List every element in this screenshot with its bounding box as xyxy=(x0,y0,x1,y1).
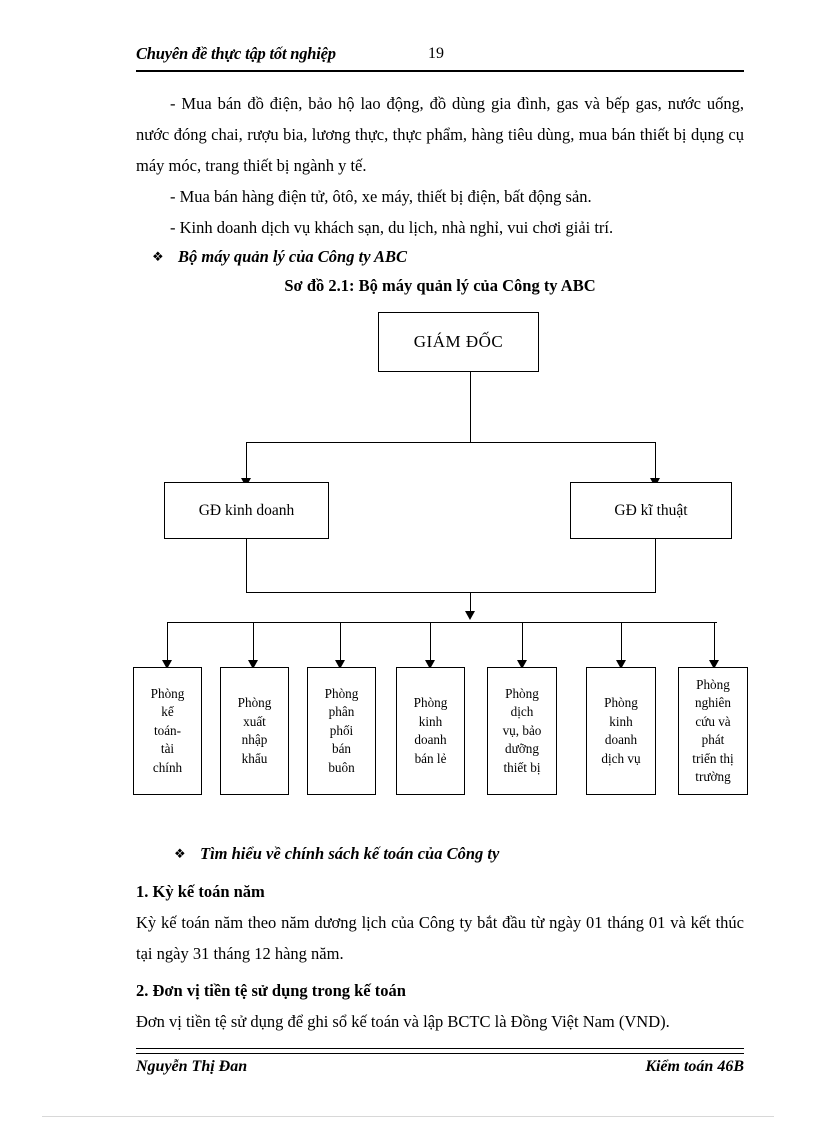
arrow-to-departments-bus xyxy=(465,611,475,620)
connector-dept-drop-5 xyxy=(522,622,523,664)
header-rule xyxy=(136,70,744,72)
org-node-gd-ki-thuat-label: GĐ kĩ thuật xyxy=(614,501,688,519)
section-heading-accounting-policy-label: Tìm hiểu về chính sách kế toán của Công … xyxy=(200,844,500,863)
arrow-to-dept-1 xyxy=(162,660,172,669)
org-node-gd-ki-thuat: GĐ kĩ thuật xyxy=(570,482,732,539)
page-number: 19 xyxy=(428,45,444,62)
connector-dept-drop-2 xyxy=(253,622,254,664)
footer-class: Kiểm toán 46B xyxy=(645,1058,744,1075)
section-heading-org-structure: ❖ Bộ máy quản lý của Công ty ABC xyxy=(136,243,744,271)
org-node-department-6: Phòng kinh doanh dịch vụ xyxy=(586,667,656,795)
item-1-title: 1. Kỳ kế toán năm xyxy=(136,882,265,901)
org-node-department-3-label: Phòng phân phối bán buôn xyxy=(324,685,359,775)
org-node-department-4-label: Phòng kinh doanh bán lẻ xyxy=(413,695,448,766)
org-node-department-4: Phòng kinh doanh bán lẻ xyxy=(396,667,465,795)
org-node-gd-kinh-doanh-label: GĐ kinh doanh xyxy=(198,501,295,519)
floret-bullet-icon: ❖ xyxy=(152,249,164,264)
footer-author: Nguyễn Thị Đan xyxy=(136,1058,248,1075)
org-node-department-3: Phòng phân phối bán buôn xyxy=(307,667,376,795)
connector-merge-stem xyxy=(470,592,471,614)
section-heading-accounting-policy: ❖ Tìm hiểu về chính sách kế toán của Côn… xyxy=(136,840,744,868)
connector-kinh-doanh-down xyxy=(246,539,247,592)
arrow-to-dept-3 xyxy=(335,660,345,669)
connector-root-stem xyxy=(470,372,471,442)
footer-rule xyxy=(136,1048,744,1054)
arrow-to-dept-4 xyxy=(425,660,435,669)
diagram-caption: Sơ đồ 2.1: Bộ máy quản lý của Công ty AB… xyxy=(284,276,596,295)
connector-level2-bus xyxy=(246,442,655,443)
org-node-department-1-label: Phòng kế toán- tài chính xyxy=(150,685,185,775)
item-1-text: Kỳ kế toán năm theo năm dương lịch của C… xyxy=(136,913,744,963)
connector-level2-left-drop xyxy=(246,442,247,480)
connector-dept-drop-7 xyxy=(714,622,715,664)
org-node-gd-kinh-doanh: GĐ kinh doanh xyxy=(164,482,329,539)
org-node-department-2: Phòng xuất nhập khẩu xyxy=(220,667,289,795)
arrow-to-dept-6 xyxy=(616,660,626,669)
item-2-title: 2. Đơn vị tiền tệ sử dụng trong kế toán xyxy=(136,981,406,1000)
connector-ki-thuat-down xyxy=(655,539,656,592)
org-chart: GIÁM ĐỐC GĐ kinh doanh GĐ kĩ thuật xyxy=(0,300,816,820)
org-node-department-7: Phòng nghiên cứu và phát triển thị trườn… xyxy=(678,667,748,795)
arrow-to-dept-5 xyxy=(517,660,527,669)
connector-dept-drop-3 xyxy=(340,622,341,664)
paragraph-business-lines-2: - Mua bán hàng điện tử, ôtô, xe máy, thi… xyxy=(170,187,592,206)
body-content-bottom: ❖ Tìm hiểu về chính sách kế toán của Côn… xyxy=(136,840,744,1037)
item-2-text: Đơn vị tiền tệ sử dụng để ghi sổ kế toán… xyxy=(136,1012,670,1031)
page-header: Chuyên đề thực tập tốt nghiệp 19 xyxy=(136,44,744,72)
org-node-department-1: Phòng kế toán- tài chính xyxy=(133,667,202,795)
org-node-department-2-label: Phòng xuất nhập khẩu xyxy=(237,695,272,766)
page-bottom-hairline xyxy=(42,1116,774,1117)
connector-departments-bus xyxy=(167,622,717,623)
header-title: Chuyên đề thực tập tốt nghiệp xyxy=(136,44,336,63)
floret-bullet-icon-2: ❖ xyxy=(174,846,186,861)
org-node-giam-doc-label: GIÁM ĐỐC xyxy=(413,332,504,351)
connector-dept-drop-4 xyxy=(430,622,431,664)
org-node-department-7-label: Phòng nghiên cứu và phát triển thị trườn… xyxy=(692,676,734,785)
connector-merge-bar xyxy=(246,592,656,593)
section-heading-org-structure-label: Bộ máy quản lý của Công ty ABC xyxy=(178,247,408,266)
page-footer: Nguyễn Thị Đan Kiểm toán 46B xyxy=(136,1048,744,1088)
connector-dept-drop-1 xyxy=(167,622,168,664)
paragraph-business-lines-1: - Mua bán đồ điện, bảo hộ lao động, đồ d… xyxy=(136,94,744,175)
body-content-top: - Mua bán đồ điện, bảo hộ lao động, đồ d… xyxy=(136,88,744,301)
org-node-department-5-label: Phòng dịch vụ, bảo dưỡng thiết bị xyxy=(502,685,542,775)
org-node-department-5: Phòng dịch vụ, bảo dưỡng thiết bị xyxy=(487,667,557,795)
connector-level2-right-drop xyxy=(655,442,656,480)
connector-dept-drop-6 xyxy=(621,622,622,664)
org-node-giam-doc: GIÁM ĐỐC xyxy=(378,312,539,372)
paragraph-business-lines-3: - Kinh doanh dịch vụ khách sạn, du lịch,… xyxy=(170,218,614,237)
arrow-to-dept-7 xyxy=(709,660,719,669)
org-node-department-6-label: Phòng kinh doanh dịch vụ xyxy=(601,695,641,766)
arrow-to-dept-2 xyxy=(248,660,258,669)
